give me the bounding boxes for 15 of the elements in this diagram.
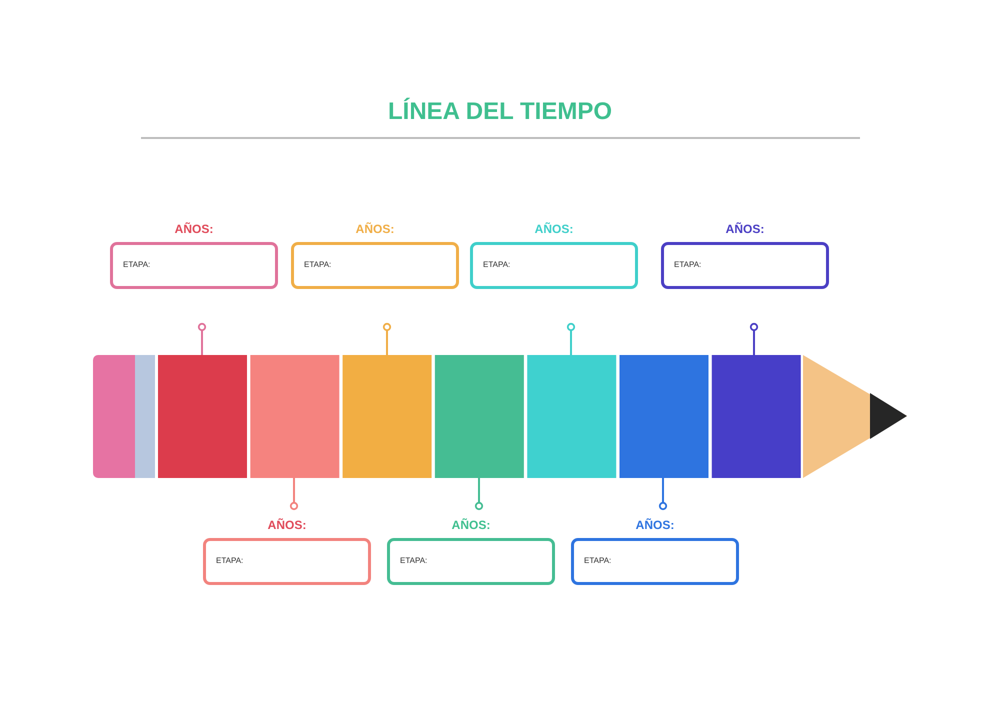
- stage-label: ETAPA:: [584, 556, 612, 565]
- years-label: AÑOS:: [174, 222, 214, 236]
- title: LÍNEA DEL TIEMPO: [386, 98, 613, 126]
- stage-label: ETAPA:: [123, 260, 150, 269]
- years-label: AÑOS:: [356, 222, 394, 236]
- years-label: AÑOS:: [726, 222, 764, 236]
- stage-label: ETAPA:: [216, 556, 244, 565]
- stage-label: ETAPA:: [304, 260, 332, 269]
- years-label: AÑOS:: [636, 518, 674, 532]
- years-label: AÑOS:: [534, 222, 574, 236]
- years-label: AÑOS:: [452, 518, 490, 532]
- years-label: AÑOS:: [268, 518, 306, 532]
- stage-label: ETAPA:: [483, 260, 510, 269]
- stage-label: ETAPA:: [400, 556, 428, 565]
- stage-label: ETAPA:: [674, 260, 702, 269]
